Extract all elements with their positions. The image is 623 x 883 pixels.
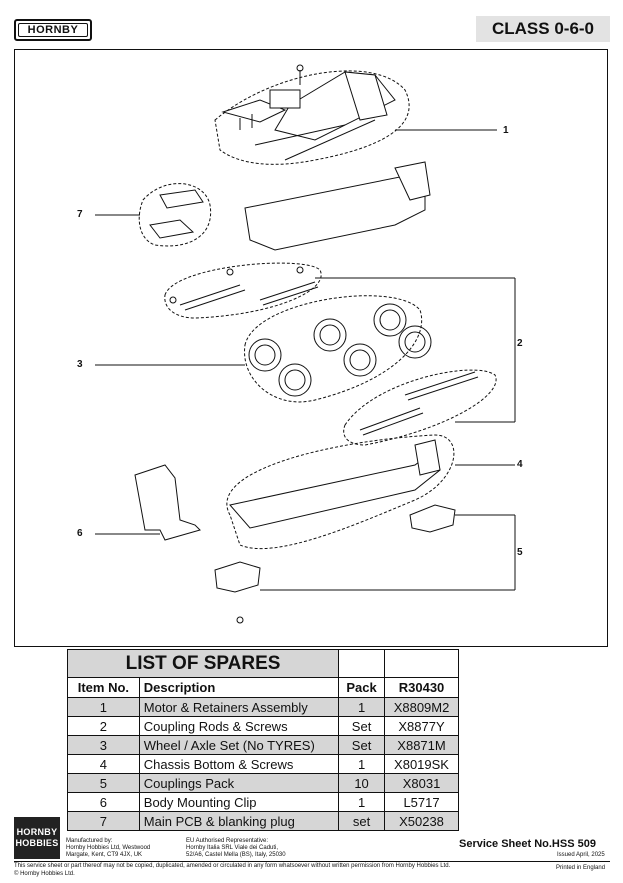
callout-5: 5 (517, 547, 523, 558)
class-title: CLASS 0-6-0 (476, 16, 610, 42)
table-row: 5 Couplings Pack 10 X8031 (67, 773, 459, 793)
row-description: Body Mounting Clip (138, 792, 340, 812)
col-header-code: R30430 (384, 677, 459, 698)
service-sheet-number: Service Sheet No.HSS 509 (459, 838, 596, 850)
table-row: 1 Motor & Retainers Assembly 1 X8809M2 (67, 697, 459, 717)
row-item: 3 (67, 735, 140, 755)
callout-7: 7 (77, 209, 83, 220)
disclaimer: This service sheet or part thereof may n… (14, 863, 451, 869)
spares-title-row: LIST OF SPARES (66, 649, 459, 678)
eu-line2: 52/A6, Castel Mella (BS), Italy, 25030 (186, 852, 286, 858)
eu-line1: Hornby Italia SRL Viale dei Caduti, (186, 845, 279, 851)
row-code: X50238 (384, 811, 459, 831)
row-description: Chassis Bottom & Screws (138, 754, 340, 774)
row-pack: set (338, 811, 386, 831)
table-row: 7 Main PCB & blanking plug set X50238 (67, 811, 459, 831)
row-item: 4 (67, 754, 140, 774)
callout-3: 3 (77, 359, 83, 370)
row-pack: 10 (338, 773, 386, 793)
row-description: Couplings Pack (138, 773, 340, 793)
eu-representative-info: EU Authorised Representative: Hornby Ita… (186, 838, 286, 859)
row-pack: 1 (338, 792, 386, 812)
hornby-logo-text: HORNBY (27, 24, 79, 36)
manufactured-line1: Hornby Hobbies Ltd, Westwood (66, 845, 151, 851)
row-description: Motor & Retainers Assembly (138, 697, 340, 717)
row-code: X8877Y (384, 716, 459, 736)
copyright: © Hornby Hobbies Ltd. (14, 871, 75, 877)
hh-logo-line1: HORNBY (16, 827, 58, 837)
row-item: 5 (67, 773, 140, 793)
row-description: Coupling Rods & Screws (138, 716, 340, 736)
class-title-text: CLASS 0-6-0 (491, 19, 595, 38)
spares-title: LIST OF SPARES (66, 649, 340, 678)
row-code: X8871M (384, 735, 459, 755)
col-header-pack: Pack (338, 677, 386, 698)
col-header-description: Description (138, 677, 340, 698)
table-row: 3 Wheel / Axle Set (No TYRES) Set X8871M (67, 735, 459, 755)
row-description: Main PCB & blanking plug (138, 811, 340, 831)
callout-1: 1 (503, 125, 509, 136)
table-row: 2 Coupling Rods & Screws Set X8877Y (67, 716, 459, 736)
callout-2: 2 (517, 338, 523, 349)
row-code: X8809M2 (384, 697, 459, 717)
row-item: 6 (67, 792, 140, 812)
col-header-item: Item No. (67, 677, 140, 698)
row-code: X8019SK (384, 754, 459, 774)
manufactured-label: Manufactured by: (66, 838, 113, 844)
printed-in: Printed in England (556, 865, 606, 871)
row-code: L5717 (384, 792, 459, 812)
hh-logo-line2: HOBBIES (15, 838, 59, 848)
issued-date: Issued April, 2025 (557, 852, 605, 858)
footer-divider (14, 861, 610, 862)
row-pack: Set (338, 735, 386, 755)
manufactured-line2: Margate, Kent, CT9 4JX, UK (66, 852, 143, 858)
table-row: 4 Chassis Bottom & Screws 1 X8019SK (67, 754, 459, 774)
row-pack: 1 (338, 697, 386, 717)
eu-label: EU Authorised Representative: (186, 838, 269, 844)
callout-4: 4 (517, 459, 523, 470)
row-code: X8031 (384, 773, 459, 793)
exploded-diagram: 1 2 3 4 5 6 7 (14, 49, 608, 647)
spares-table: LIST OF SPARES Item No. Description Pack… (66, 649, 459, 831)
spares-header-row: Item No. Description Pack R30430 (67, 677, 459, 698)
hornby-logo: HORNBY (14, 19, 92, 41)
row-pack: Set (338, 716, 386, 736)
callout-6: 6 (77, 528, 83, 539)
manufacturer-info: Manufactured by: Hornby Hobbies Ltd, Wes… (66, 838, 150, 859)
exploded-diagram-svg (95, 64, 516, 624)
hornby-hobbies-logo: HORNBY HOBBIES (14, 817, 60, 859)
row-pack: 1 (338, 754, 386, 774)
row-item: 7 (67, 811, 140, 831)
row-description: Wheel / Axle Set (No TYRES) (138, 735, 340, 755)
row-item: 2 (67, 716, 140, 736)
table-row: 6 Body Mounting Clip 1 L5717 (67, 792, 459, 812)
row-item: 1 (67, 697, 140, 717)
